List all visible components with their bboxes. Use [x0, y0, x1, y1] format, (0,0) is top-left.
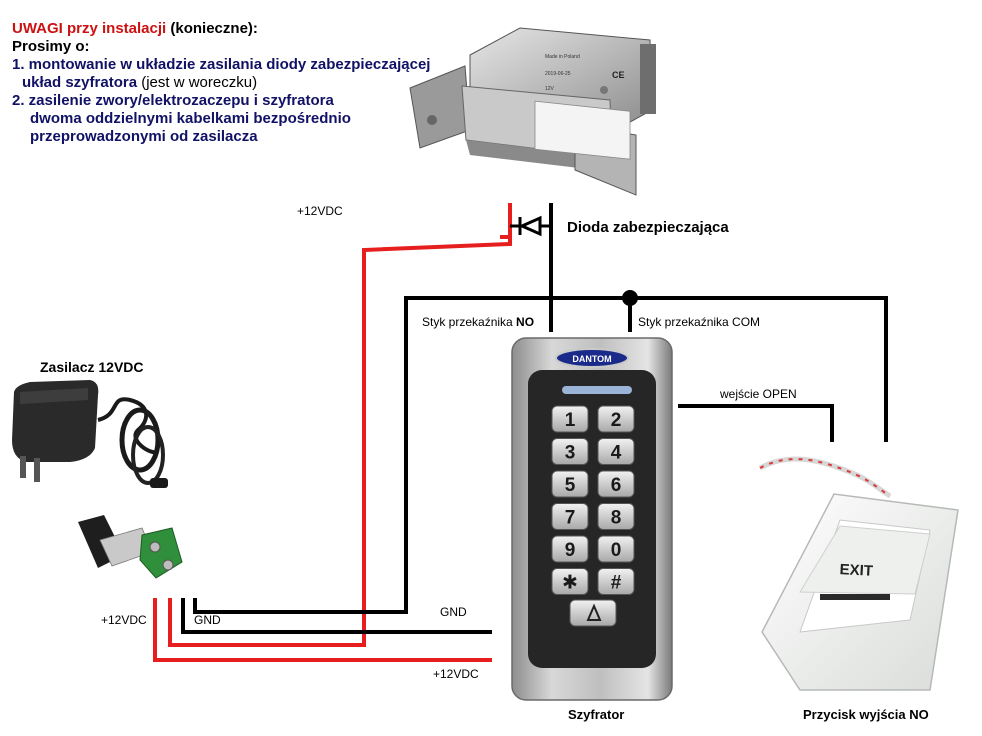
- notes-item2-line2: dwoma oddzielnymi kabelkami bezpośrednio: [30, 110, 351, 127]
- label-diode: Dioda zabezpieczająca: [567, 219, 729, 236]
- exit-button-device: EXIT: [758, 456, 959, 691]
- key-label: 9: [565, 540, 576, 561]
- red-wire-strike: [168, 203, 512, 647]
- key-5: 5: [551, 470, 589, 498]
- key-label: 7: [565, 508, 576, 529]
- key-label: 8: [611, 508, 622, 529]
- label-plus12-bottom: +12VDC: [433, 667, 479, 681]
- power-adapter: [12, 380, 168, 488]
- key-label: 1: [565, 410, 576, 431]
- key-label: 3: [565, 443, 576, 464]
- keypad-device: DANTOM 1 2 3 4 5 6 7 8 9 0 ✱ #: [511, 337, 673, 701]
- junction-dot: [622, 290, 638, 306]
- key-2: 2: [597, 405, 635, 433]
- label-gnd-mid: GND: [440, 605, 467, 619]
- label-open-input: wejście OPEN: [719, 387, 797, 401]
- lock-plate-line1: Made in Poland: [545, 54, 580, 60]
- lock-plate-line3: 12V: [545, 86, 555, 92]
- keypad-keys: 1 2 3 4 5 6 7 8 9 0 ✱ #: [551, 405, 635, 595]
- protection-diode: [510, 215, 551, 237]
- key-label: #: [611, 573, 622, 594]
- label-plus12-top: +12VDC: [297, 204, 343, 218]
- key-8: 8: [597, 503, 635, 530]
- key-9: 9: [551, 535, 589, 563]
- key-1: 1: [551, 405, 589, 433]
- key-star: ✱: [551, 568, 589, 595]
- black-wire-gnd-keypad: [181, 598, 492, 634]
- notes-item1-line2: układ szyfratora (jest w woreczku): [22, 74, 258, 91]
- installation-notes: UWAGI przy instalacji (konieczne): Prosi…: [12, 20, 430, 146]
- notes-title: UWAGI przy instalacji (konieczne):: [12, 20, 258, 37]
- lock-plate-line2: 2019-06-25: [545, 71, 571, 77]
- lock-ce-mark: CE: [612, 70, 625, 80]
- key-0: 0: [597, 535, 635, 563]
- key-label: ✱: [562, 573, 578, 594]
- black-wire-open: [678, 404, 834, 442]
- red-wires: [153, 203, 512, 662]
- key-3: 3: [551, 438, 589, 465]
- key-7: 7: [551, 503, 589, 530]
- notes-item2-line1: 2. zasilenie zwory/elektrozaczepu i szyf…: [12, 92, 334, 109]
- bell-icon: [586, 603, 602, 621]
- key-label: 6: [611, 475, 622, 496]
- label-relay-no: Styk przekaźnika NO: [422, 315, 534, 329]
- key-4: 4: [597, 438, 635, 465]
- notes-item1-line1: 1. montowanie w układzie zasilania diody…: [12, 56, 431, 73]
- keypad-brand: DANTOM: [572, 354, 611, 364]
- key-6: 6: [597, 470, 635, 498]
- dc-jack-terminal: [78, 515, 183, 579]
- key-label: 5: [565, 475, 576, 496]
- label-keypad: Szyfrator: [568, 707, 624, 722]
- key-label: 2: [611, 410, 622, 431]
- key-hash: #: [597, 568, 635, 595]
- key-label: 0: [611, 540, 622, 561]
- label-exit-button: Przycisk wyjścia NO: [803, 707, 929, 722]
- key-label: 4: [611, 443, 622, 464]
- electric-strike-lock: Made in Poland 2019-06-25 12V CE: [409, 27, 656, 196]
- key-bell: [569, 599, 617, 627]
- black-wire-com: [193, 296, 888, 614]
- exit-label: EXIT: [839, 561, 873, 580]
- red-wire-keypad: [153, 598, 492, 662]
- notes-intro: Prosimy o:: [12, 38, 90, 55]
- label-plus12-left: +12VDC: [101, 613, 147, 627]
- label-gnd-left: GND: [194, 613, 221, 627]
- label-relay-com: Styk przekaźnika COM: [638, 315, 760, 329]
- label-power-supply: Zasilacz 12VDC: [40, 359, 144, 375]
- diagram-labels: +12VDC Dioda zabezpieczająca Styk przeka…: [40, 204, 929, 722]
- notes-item2-line3: przeprowadzonymi od zasilacza: [30, 128, 258, 145]
